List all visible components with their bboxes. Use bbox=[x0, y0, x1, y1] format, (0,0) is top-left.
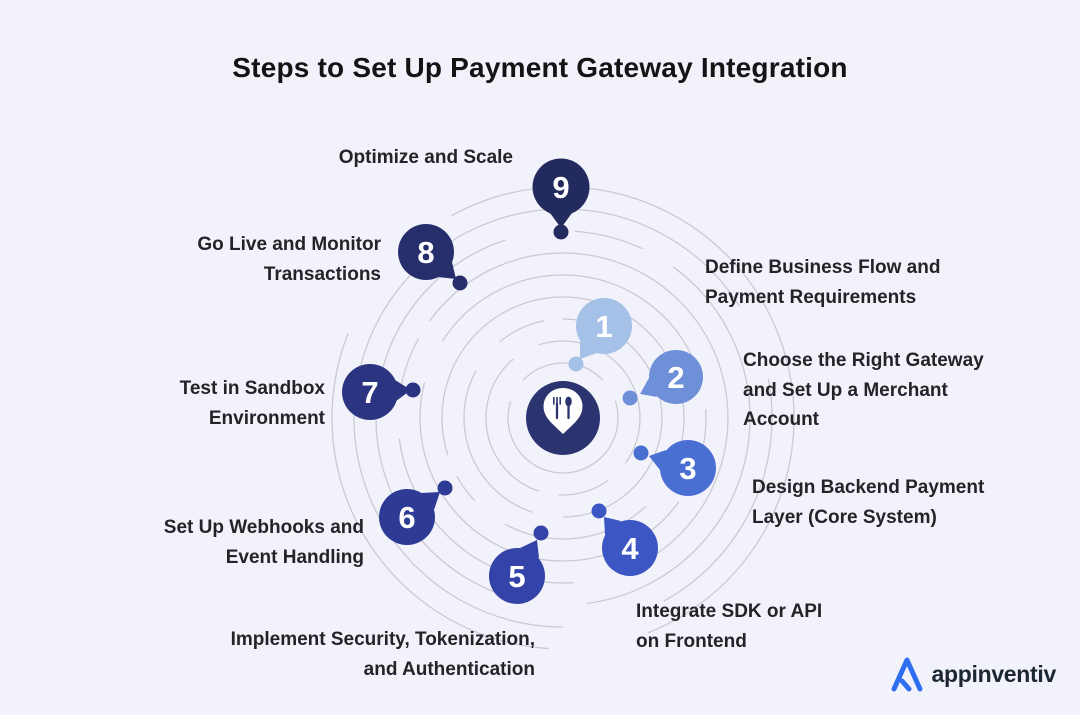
step-number-9: 9 bbox=[552, 170, 569, 205]
step-number-5: 5 bbox=[508, 559, 525, 594]
step-circle-4 bbox=[602, 520, 658, 576]
step-tail-3 bbox=[649, 450, 666, 470]
step-circle-7 bbox=[342, 364, 398, 420]
step-label-1: Define Business Flow and Payment Require… bbox=[705, 257, 941, 308]
step-bubble-7: 7 bbox=[342, 364, 421, 420]
step-bubble-9: 9 bbox=[532, 158, 590, 240]
step-bubble-6: 6 bbox=[379, 480, 453, 545]
center-hub bbox=[526, 381, 600, 455]
step-label-7: Test in Sandbox Environment bbox=[179, 378, 325, 429]
step-dot-7 bbox=[405, 382, 421, 398]
step-circle-6 bbox=[379, 489, 435, 545]
step-dot-9 bbox=[553, 224, 569, 240]
step-circle-2 bbox=[649, 350, 703, 404]
appinventiv-a-icon bbox=[891, 657, 923, 692]
step-dot-6 bbox=[437, 480, 453, 496]
step-bubble-2: 2 bbox=[622, 350, 703, 406]
brand-logo: appinventiv bbox=[890, 655, 1056, 693]
step-circle-1 bbox=[576, 298, 632, 354]
step-circle-5 bbox=[489, 548, 545, 604]
page-title: Steps to Set Up Payment Gateway Integrat… bbox=[232, 52, 848, 83]
step-circle-8 bbox=[398, 224, 454, 280]
step-number-1: 1 bbox=[595, 309, 612, 344]
step-tail-5 bbox=[520, 540, 539, 558]
step-label-3: Design Backend Payment Layer (Core Syste… bbox=[752, 477, 985, 528]
step-dot-2 bbox=[622, 390, 638, 406]
step-tail-7 bbox=[395, 380, 411, 401]
step-number-4: 4 bbox=[621, 531, 639, 566]
step-tail-2 bbox=[640, 378, 657, 397]
step-circle-3 bbox=[660, 440, 716, 496]
step-circle-9 bbox=[532, 158, 590, 216]
step-label-4: Integrate SDK or API on Frontend bbox=[636, 601, 823, 652]
step-dot-5 bbox=[533, 525, 549, 541]
step-label-2: Choose the Right Gateway and Set Up a Me… bbox=[743, 350, 984, 430]
step-dot-1 bbox=[568, 356, 584, 372]
brand-name: appinventiv bbox=[931, 660, 1056, 687]
step-label-9: Optimize and Scale bbox=[338, 147, 513, 168]
step-bubble-1: 1 bbox=[568, 298, 632, 372]
step-dot-4 bbox=[591, 503, 607, 519]
step-number-2: 2 bbox=[667, 360, 684, 395]
step-bubble-5: 5 bbox=[489, 525, 549, 604]
step-bubble-4: 4 bbox=[591, 503, 658, 576]
step-bubble-3: 3 bbox=[633, 440, 716, 496]
step-dot-3 bbox=[633, 445, 649, 461]
map-pin-utensils-icon bbox=[543, 388, 583, 434]
step-label-6: Set Up Webhooks and Event Handling bbox=[163, 517, 364, 568]
step-dot-8 bbox=[452, 275, 468, 291]
step-number-6: 6 bbox=[398, 500, 415, 535]
step-number-3: 3 bbox=[679, 451, 696, 486]
step-number-8: 8 bbox=[417, 235, 434, 270]
step-tail-9 bbox=[550, 213, 572, 228]
step-bubble-8: 8 bbox=[398, 224, 468, 291]
step-label-5: Implement Security, Tokenization, and Au… bbox=[230, 629, 535, 680]
step-label-8: Go Live and Monitor Transactions bbox=[197, 234, 381, 285]
step-number-7: 7 bbox=[361, 375, 378, 410]
